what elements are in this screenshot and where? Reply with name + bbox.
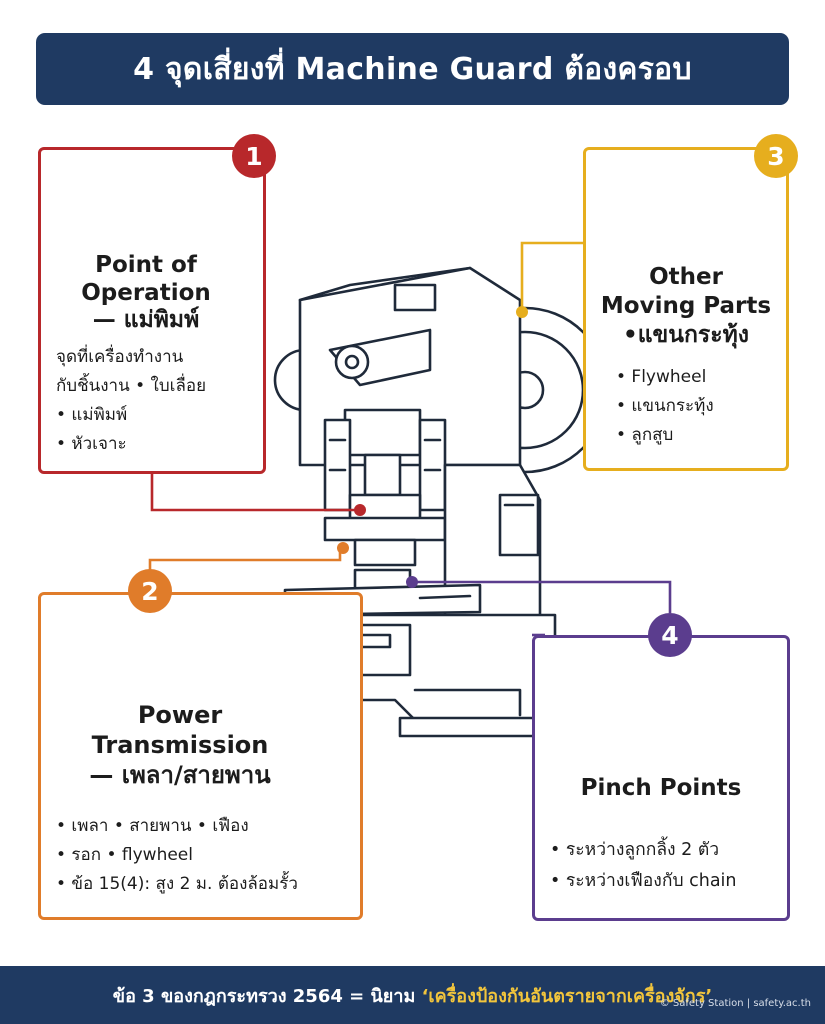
list-item: • ระหว่างเฟืองกับ chain bbox=[550, 870, 737, 891]
list-item: จุดที่เครื่องทำงาน bbox=[56, 347, 184, 367]
card-power-transmission bbox=[38, 592, 363, 920]
card-heading-power-transmission: Power Transmission — เพลา/สายพาน bbox=[40, 700, 320, 790]
list-item: • ระหว่างลูกกลิ้ง 2 ตัว bbox=[550, 840, 720, 860]
footer-text: ข้อ 3 ของกฎกระทรวง 2564 = นิยาม ‘เครื่อง… bbox=[113, 981, 712, 1010]
card-body-point-of-operation: จุดที่เครื่องทำงาน กับชิ้นงาน • ใบเลื่อย… bbox=[56, 343, 256, 459]
number-badge-3: 3 bbox=[754, 134, 798, 178]
footer-highlight: ‘เครื่องป้องกันอันตรายจากเครื่องจักร’ bbox=[421, 985, 713, 1007]
point-of-operation-marker bbox=[354, 504, 366, 516]
card-heading-other-moving-parts: Other Moving Parts •แขนกระทุ้ง bbox=[586, 263, 786, 349]
list-item: • แขนกระทุ้ง bbox=[616, 395, 714, 416]
card-body-power-transmission: • เพลา • สายพาน • เฟือง • รอก • flywheel… bbox=[56, 812, 356, 899]
heading-line: Moving Parts bbox=[600, 292, 772, 319]
card-point-of-operation bbox=[38, 147, 266, 474]
heading-line: — แม่พิมพ์ bbox=[92, 307, 200, 334]
card-other-moving-parts bbox=[583, 147, 789, 471]
footer-prefix: ข้อ 3 ของกฎกระทรวง 2564 = นิยาม bbox=[112, 985, 422, 1007]
heading-line: •แขนกระทุ้ง bbox=[623, 321, 749, 348]
heading-line: — เพลา/สายพาน bbox=[89, 761, 271, 789]
power-transmission-marker bbox=[337, 542, 349, 554]
card-heading-pinch-points: Pinch Points bbox=[535, 775, 787, 803]
list-item: • แม่พิมพ์ bbox=[56, 404, 128, 425]
heading-line: Power bbox=[137, 701, 223, 729]
heading-line: Point of bbox=[95, 252, 197, 278]
list-item: กับชิ้นงาน • ใบเลื่อย bbox=[56, 375, 207, 396]
card-body-pinch-points: • ระหว่างลูกกลิ้ง 2 ตัว • ระหว่างเฟืองกั… bbox=[550, 835, 785, 896]
heading-line: Operation bbox=[81, 279, 211, 306]
heading-line: Other bbox=[649, 264, 723, 290]
list-item: • เพลา • สายพาน • เฟือง bbox=[56, 816, 249, 836]
list-item: • ลูกสูบ bbox=[616, 424, 674, 445]
heading-line: Transmission bbox=[91, 731, 269, 759]
number-badge-2: 2 bbox=[128, 569, 172, 613]
moving-parts-marker bbox=[516, 306, 528, 318]
watermark: © Safety Station | safety.ac.th bbox=[659, 998, 811, 1009]
list-item: • ข้อ 15(4): สูง 2 ม. ต้องล้อมรั้ว bbox=[56, 873, 298, 894]
list-item: • รอก • flywheel bbox=[56, 844, 193, 865]
title-banner: 4 จุดเสี่ยงที่ Machine Guard ต้องครอบ bbox=[36, 33, 789, 105]
heading-line: Pinch Points bbox=[580, 775, 742, 801]
list-item: • Flywheel bbox=[616, 367, 707, 387]
card-heading-point-of-operation: Point of Operation — แม่พิมพ์ bbox=[40, 252, 252, 335]
card-pinch-points bbox=[532, 635, 790, 921]
number-badge-4: 4 bbox=[648, 613, 692, 657]
pinch-point-marker bbox=[406, 576, 418, 588]
page-title: 4 จุดเสี่ยงที่ Machine Guard ต้องครอบ bbox=[133, 51, 692, 87]
footer-banner: ข้อ 3 ของกฎกระทรวง 2564 = นิยาม ‘เครื่อง… bbox=[0, 966, 825, 1024]
card-body-other-moving-parts: • Flywheel • แขนกระทุ้ง • ลูกสูบ bbox=[616, 363, 781, 450]
list-item: • หัวเจาะ bbox=[56, 433, 127, 454]
number-badge-1: 1 bbox=[232, 134, 276, 178]
